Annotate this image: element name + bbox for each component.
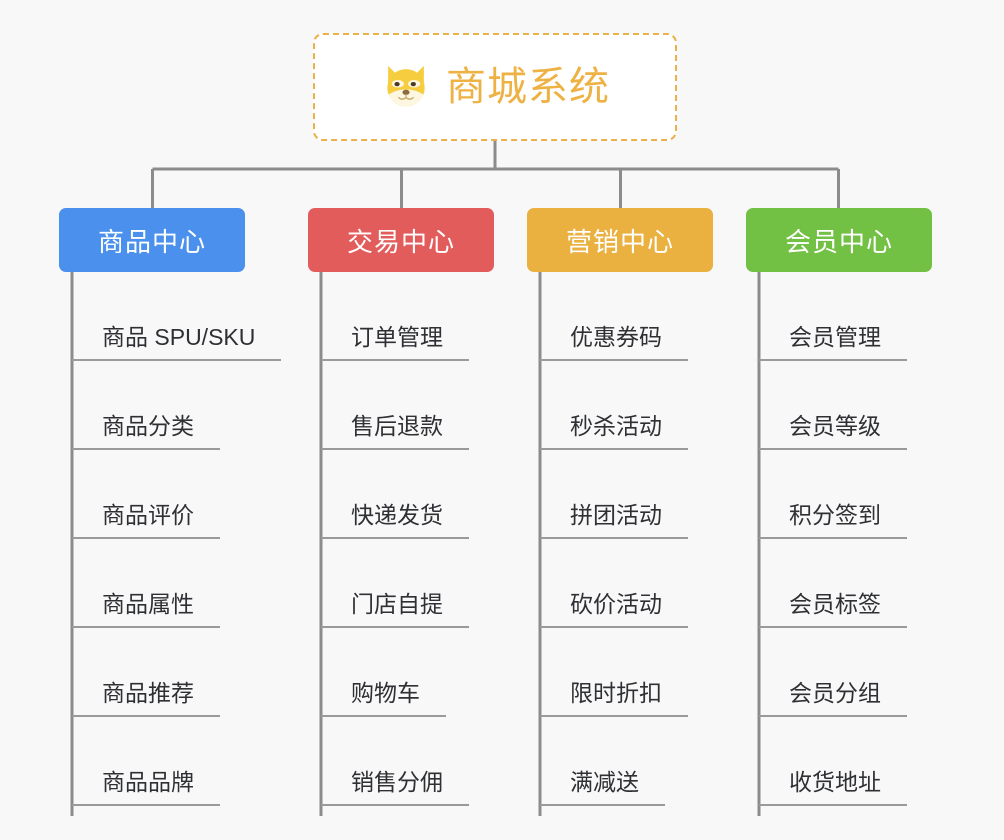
leaf-item[interactable]: 快递发货 — [308, 450, 536, 539]
leaf-label: 快递发货 — [321, 501, 469, 539]
leaf-label: 商品分类 — [72, 412, 220, 450]
leaf-item[interactable]: 会员管理 — [746, 272, 974, 361]
leaf-item[interactable]: 商品属性 — [59, 539, 287, 628]
leaf-item[interactable]: 收货地址 — [746, 717, 974, 806]
category-header-0[interactable]: 商品中心 — [59, 208, 245, 272]
leaf-label: 销售分佣 — [321, 768, 469, 806]
leaf-item[interactable]: 商品分类 — [59, 361, 287, 450]
leaf-item[interactable]: 拼团活动 — [527, 450, 755, 539]
leaf-label: 商品品牌 — [72, 768, 220, 806]
leaf-label: 积分签到 — [759, 501, 907, 539]
leaf-label: 商品属性 — [72, 590, 220, 628]
leaf-item[interactable]: 秒杀活动 — [527, 361, 755, 450]
leaf-item[interactable]: 会员分组 — [746, 628, 974, 717]
leaf-item[interactable]: 优惠券码 — [527, 272, 755, 361]
leaf-label: 购物车 — [321, 679, 446, 717]
leaf-item[interactable]: 会员等级 — [746, 361, 974, 450]
leaf-label: 会员分组 — [759, 679, 907, 717]
leaf-label: 门店自提 — [321, 590, 469, 628]
leaf-item[interactable]: 购物车 — [308, 628, 536, 717]
leaf-item[interactable]: 商品 SPU/SKU — [59, 272, 287, 361]
leaf-list-2: 优惠券码 秒杀活动 拼团活动 砍价活动 限时折扣 满减送 — [527, 272, 755, 806]
root-title: 商城系统 — [446, 65, 610, 109]
leaf-item[interactable]: 会员标签 — [746, 539, 974, 628]
leaf-label: 限时折扣 — [540, 679, 688, 717]
dog-face-icon — [387, 65, 425, 107]
leaf-item[interactable]: 商品推荐 — [59, 628, 287, 717]
leaf-label: 秒杀活动 — [540, 412, 688, 450]
leaf-label: 售后退款 — [321, 412, 469, 450]
category-header-2[interactable]: 营销中心 — [527, 208, 713, 272]
leaf-item[interactable]: 满减送 — [527, 717, 755, 806]
leaf-item[interactable]: 限时折扣 — [527, 628, 755, 717]
category-header-3[interactable]: 会员中心 — [746, 208, 932, 272]
leaf-list-0: 商品 SPU/SKU 商品分类 商品评价 商品属性 商品推荐 商品品牌 — [59, 272, 287, 806]
leaf-label: 商品评价 — [72, 501, 220, 539]
category-header-label-3: 会员中心 — [784, 226, 893, 257]
leaf-label: 会员标签 — [759, 590, 907, 628]
category-header-label-0: 商品中心 — [97, 226, 206, 257]
leaf-label: 收货地址 — [759, 768, 907, 806]
branch-column-0: 商品中心 商品 SPU/SKU 商品分类 商品评价 商品属性 商品推荐 商品品牌 — [59, 208, 287, 806]
category-header-label-1: 交易中心 — [346, 226, 455, 257]
leaf-item[interactable]: 砍价活动 — [527, 539, 755, 628]
leaf-item[interactable]: 门店自提 — [308, 539, 536, 628]
leaf-label: 砍价活动 — [540, 590, 688, 628]
root-node[interactable]: 商城系统 — [313, 33, 677, 141]
branch-column-2: 营销中心 优惠券码 秒杀活动 拼团活动 砍价活动 限时折扣 满减送 — [527, 208, 755, 806]
leaf-label: 会员等级 — [759, 412, 907, 450]
category-header-1[interactable]: 交易中心 — [308, 208, 494, 272]
leaf-list-3: 会员管理 会员等级 积分签到 会员标签 会员分组 收货地址 — [746, 272, 974, 806]
leaf-label: 优惠券码 — [540, 323, 688, 361]
leaf-item[interactable]: 商品品牌 — [59, 717, 287, 806]
branch-column-1: 交易中心 订单管理 售后退款 快递发货 门店自提 购物车 销售分佣 — [308, 208, 536, 806]
leaf-item[interactable]: 积分签到 — [746, 450, 974, 539]
branch-column-3: 会员中心 会员管理 会员等级 积分签到 会员标签 会员分组 收货地址 — [746, 208, 974, 806]
leaf-label: 会员管理 — [759, 323, 907, 361]
leaf-list-1: 订单管理 售后退款 快递发货 门店自提 购物车 销售分佣 — [308, 272, 536, 806]
leaf-item[interactable]: 售后退款 — [308, 361, 536, 450]
leaf-item[interactable]: 销售分佣 — [308, 717, 536, 806]
leaf-label: 满减送 — [540, 768, 665, 806]
leaf-item[interactable]: 订单管理 — [308, 272, 536, 361]
leaf-label: 拼团活动 — [540, 501, 688, 539]
leaf-item[interactable]: 商品评价 — [59, 450, 287, 539]
leaf-label: 商品推荐 — [72, 679, 220, 717]
category-header-label-2: 营销中心 — [565, 226, 674, 257]
leaf-label: 商品 SPU/SKU — [72, 323, 282, 361]
leaf-label: 订单管理 — [321, 323, 469, 361]
